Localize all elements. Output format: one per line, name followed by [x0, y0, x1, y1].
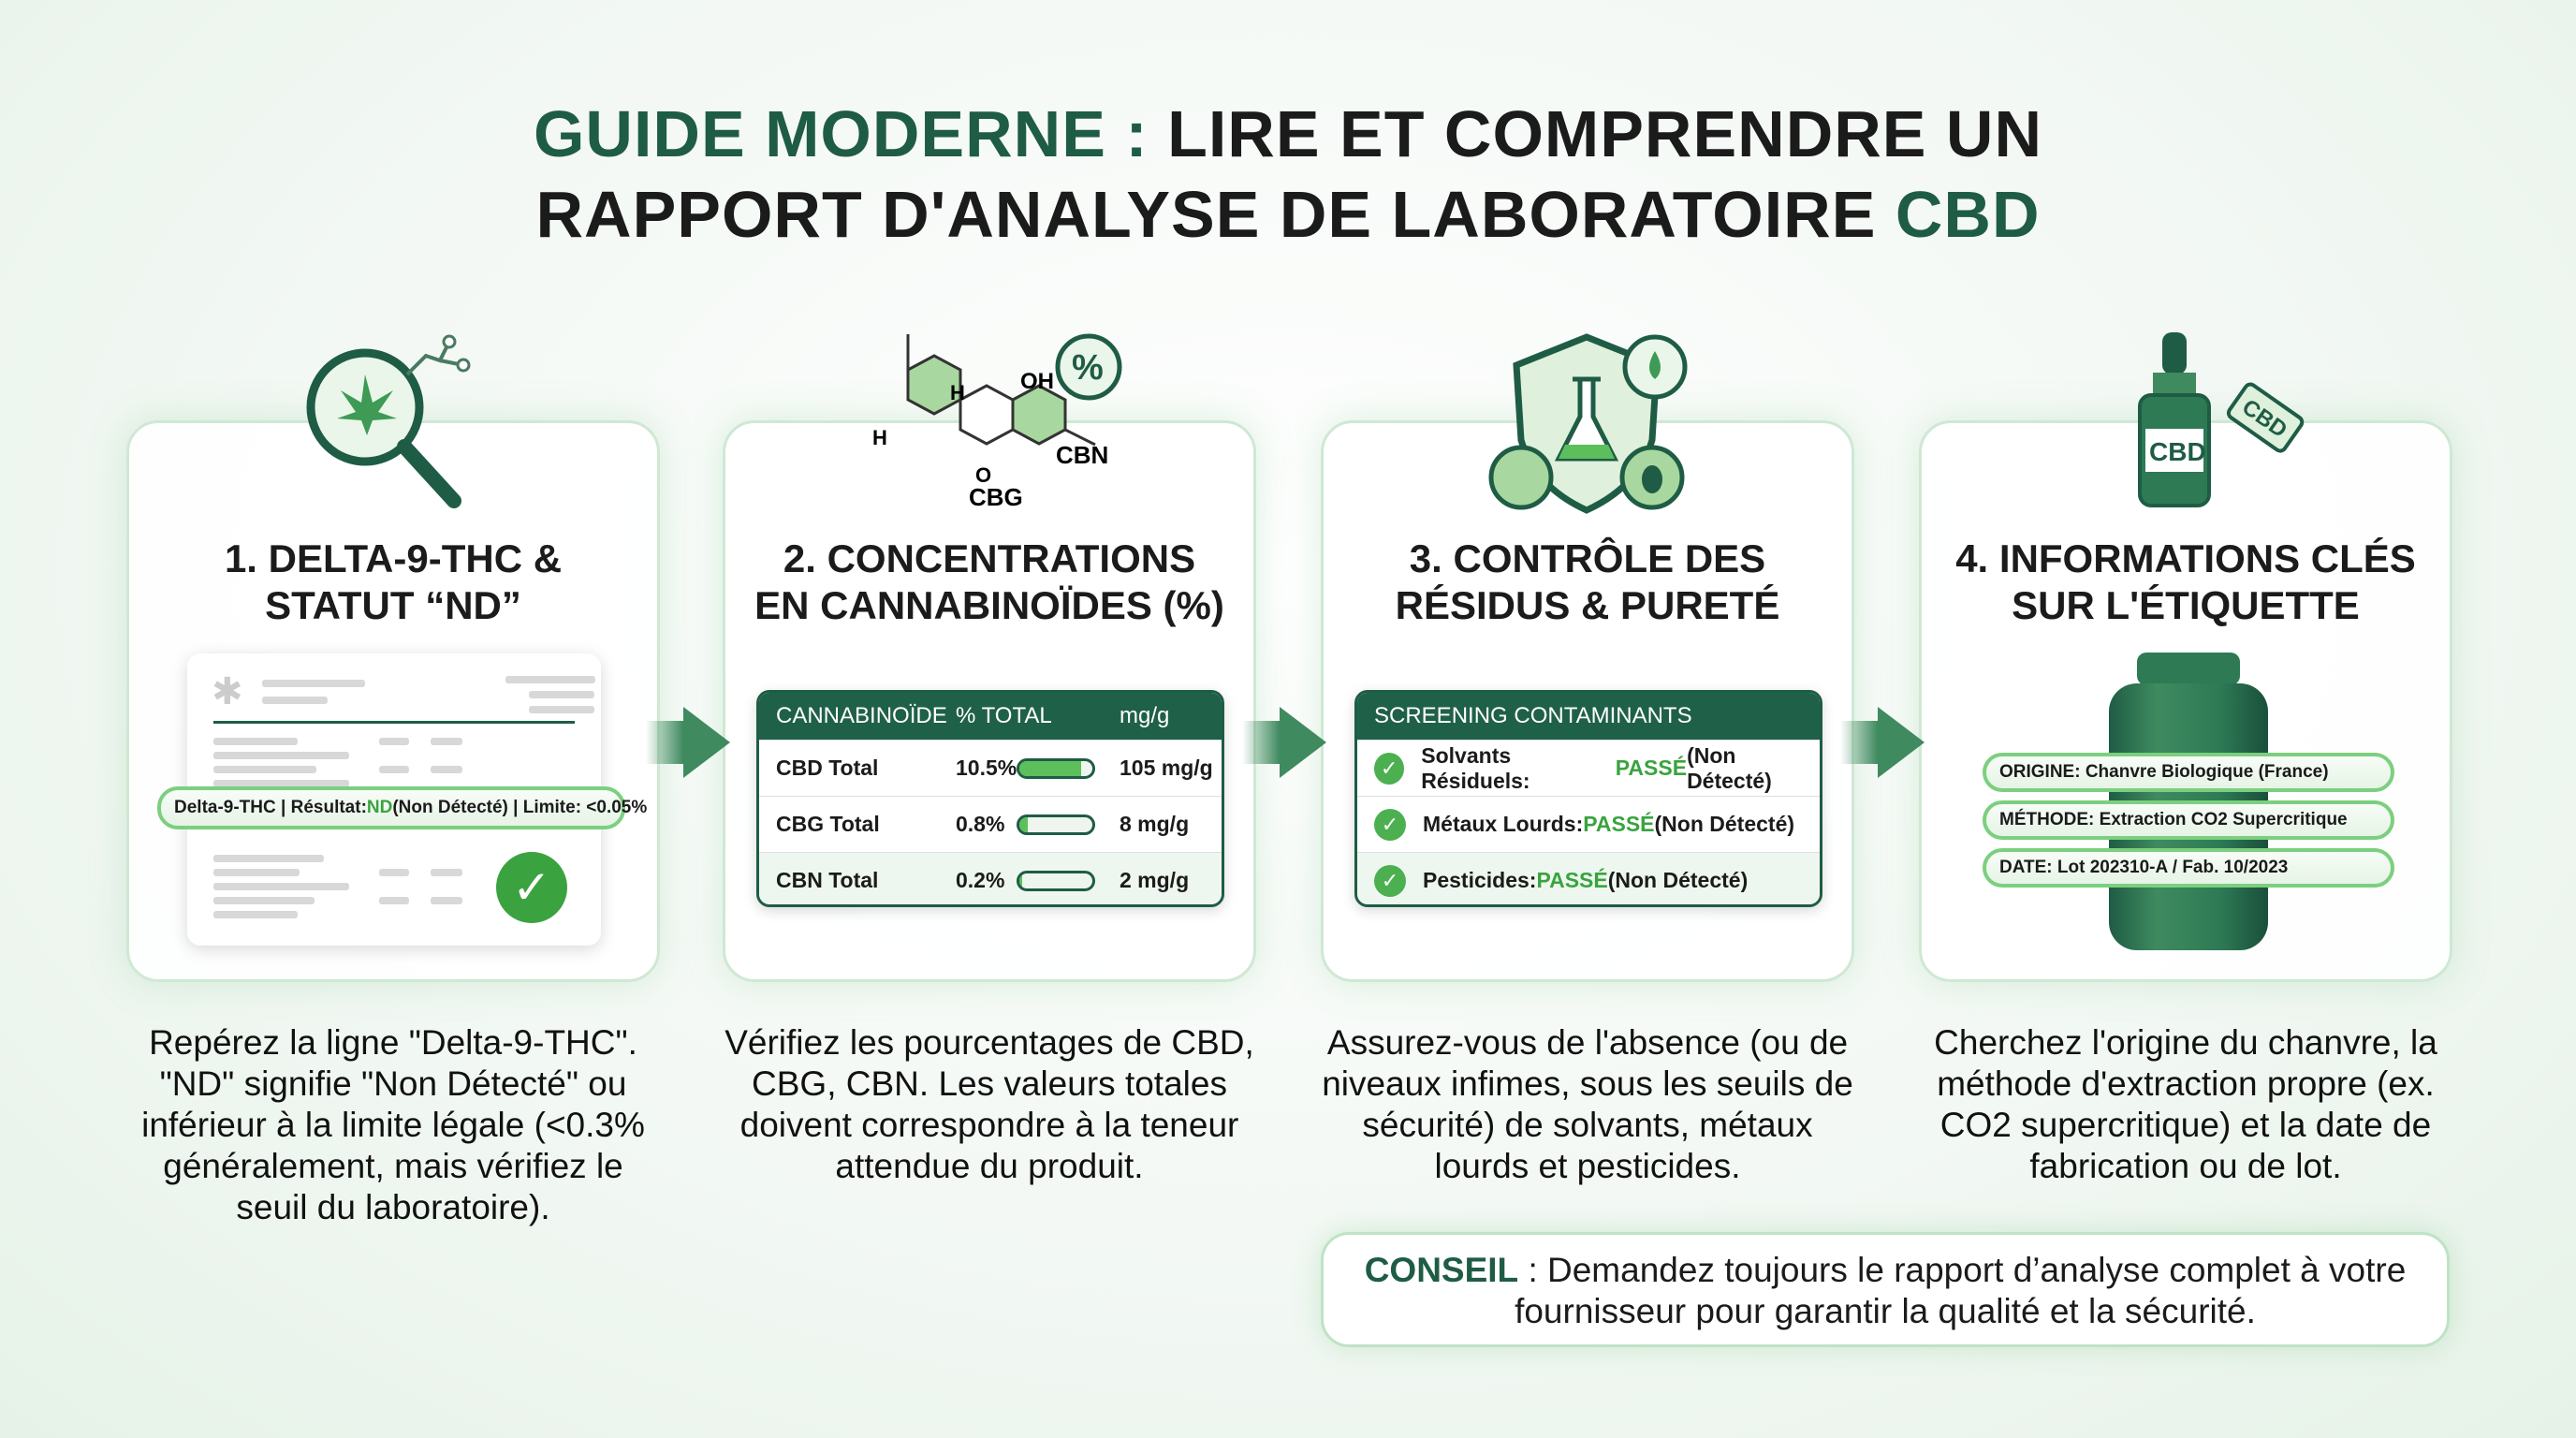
- title-accent: CBD: [1895, 178, 2041, 251]
- title-text: LIRE ET COMPRENDRE UN: [1148, 97, 2043, 170]
- cannabinoid-table: CANNABINOÏDE % TOTAL mg/g CBD Total 10.5% 10…: [756, 690, 1224, 907]
- arrow-right-icon: [1280, 707, 1326, 778]
- step-description: Repérez la ligne "Delta-9-THC". "ND" sig…: [141, 1023, 645, 1226]
- label-origin: ORIGINE: Chanvre Biologique (France): [1983, 753, 2394, 792]
- title-text: RAPPORT D'ANALYSE DE LABORATOIRE: [535, 178, 1895, 251]
- column-header: mg/g: [1120, 703, 1170, 728]
- thc-result-highlight: Delta-9-THC | Résultat: ND (Non Détecté)…: [157, 786, 647, 829]
- concentration-bar: [1017, 870, 1095, 891]
- title-accent: GUIDE MODERNE :: [533, 97, 1149, 170]
- percent-value: 0.8%: [956, 812, 1005, 836]
- mg-per-g-value: 8 mg/g: [1120, 812, 1190, 836]
- step-card-thc: 1. DELTA-9-THC &STATUT “ND” ✱ ✓ Delta-9-…: [126, 420, 660, 982]
- conseil-text: : Demandez toujours le rapport d’analyse…: [1515, 1251, 2407, 1330]
- status-badge: PASSÉ: [1583, 812, 1655, 836]
- shield-flask-icon: [1488, 333, 1688, 514]
- step-description: Vérifiez les pourcentages de CBD, CBG, C…: [724, 1023, 1254, 1185]
- status-badge: PASSÉ: [1615, 756, 1688, 780]
- magnifier-cannabis-leaf-icon: [306, 334, 471, 508]
- bottle-label: CBD: [2149, 437, 2206, 466]
- contaminant-note: (Non Détecté): [1654, 812, 1795, 836]
- molecule-label-h: H: [872, 426, 887, 449]
- table-row: ✓ Solvants Résiduels: PASSÉ (Non Détecté): [1357, 740, 1820, 796]
- contaminants-table: SCREENING CONTAMINANTS ✓ Solvants Résidue…: [1354, 690, 1822, 907]
- contaminant-note: (Non Détecté): [1687, 742, 1772, 793]
- page-title: GUIDE MODERNE : LIRE ET COMPRENDRE UN RA…: [0, 94, 2576, 255]
- label-method: MÉTHODE: Extraction CO2 Supercritique: [1983, 800, 2394, 840]
- contaminant-label: Pesticides:: [1423, 868, 1537, 892]
- table-row: ✓ Pesticides: PASSÉ (Non Détecté): [1357, 852, 1820, 904]
- cannabinoid-name: CBG Total: [776, 812, 880, 836]
- contaminant-label: Métaux Lourds:: [1423, 812, 1584, 836]
- contaminant-label: Solvants Résiduels:: [1421, 742, 1530, 793]
- mg-per-g-value: 2 mg/g: [1120, 868, 1190, 892]
- table-row: CBG Total 0.8% 8 mg/g: [759, 796, 1222, 852]
- cannabinoid-name: CBD Total: [776, 756, 879, 780]
- column-header: % TOTAL: [956, 703, 1052, 728]
- cannabis-leaf-icon: ✱: [212, 671, 243, 712]
- molecule-label-h: H: [950, 381, 965, 404]
- step-description: Cherchez l'origine du chanvre, la méthod…: [1934, 1023, 2437, 1185]
- status-badge: PASSÉ: [1536, 868, 1608, 892]
- bottle-cap: [2137, 653, 2240, 685]
- contaminant-note: (Non Détecté): [1607, 868, 1749, 892]
- cbd-dropper-bottle-icon: CBD CBD: [2138, 332, 2305, 507]
- table-row: CBN Total 0.2% 2 mg/g: [759, 852, 1222, 904]
- conseil-tip-box: CONSEIL : Demandez toujours le rapport d…: [1321, 1232, 2450, 1347]
- check-circle-icon: ✓: [1374, 752, 1405, 785]
- concentration-bar: [1017, 814, 1095, 835]
- check-circle-icon: ✓: [1374, 808, 1406, 841]
- label-date: DATE: Lot 202310-A / Fab. 10/2023: [1983, 848, 2394, 888]
- table-header: SCREENING CONTAMINANTS: [1357, 693, 1820, 740]
- table-row: ✓ Métaux Lourds: PASSÉ (Non Détecté): [1357, 796, 1820, 852]
- concentration-bar: [1017, 757, 1095, 779]
- molecule-label-o: O: [975, 463, 991, 487]
- check-circle-icon: ✓: [1374, 864, 1406, 897]
- conseil-label: CONSEIL: [1364, 1251, 1519, 1289]
- arrow-right-icon: [683, 707, 730, 778]
- molecule-label-oh: OH: [1020, 369, 1054, 394]
- arrow-right-icon: [1878, 707, 1925, 778]
- table-row: CBD Total 10.5% 105 mg/g: [759, 740, 1222, 796]
- step-description: Assurez-vous de l'absence (ou de niveaux…: [1322, 1023, 1853, 1185]
- molecule-label-cbg: CBG: [969, 483, 1023, 510]
- mg-per-g-value: 105 mg/g: [1120, 756, 1213, 780]
- molecule-icon: OH H H O CBN CBG %: [872, 333, 1122, 510]
- molecule-label-cbn: CBN: [1056, 441, 1108, 469]
- cannabinoid-name: CBN Total: [776, 868, 879, 892]
- percent-value: 10.5%: [956, 756, 1017, 780]
- column-header: CANNABINOÏDE: [776, 703, 947, 728]
- check-circle-icon: ✓: [496, 852, 567, 923]
- percent-value: 0.2%: [956, 868, 1005, 892]
- step-heading: 1. DELTA-9-THC &STATUT “ND”: [224, 536, 563, 627]
- percent-icon: %: [1072, 348, 1104, 388]
